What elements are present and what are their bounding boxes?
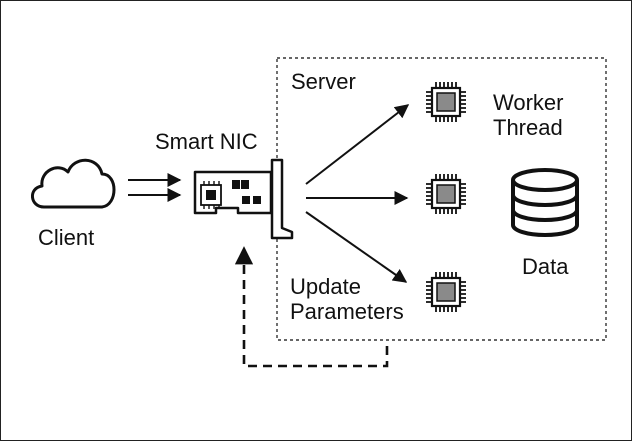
worker-thread-label-line-1: Worker [493, 90, 564, 115]
worker-thread-label: Worker Thread [493, 90, 564, 140]
worker-thread-label-line-2: Thread [493, 114, 563, 140]
network-card-icon [193, 158, 294, 240]
client-label: Client [38, 225, 95, 250]
server-label: Server [291, 69, 356, 94]
update-parameters-label-line-2: Parameters [290, 298, 404, 324]
cloud-icon [31, 158, 116, 209]
cpu-chip-icon [424, 270, 468, 314]
smart-nic-label: Smart NIC [155, 129, 258, 154]
update-parameters-feedback-line [234, 246, 389, 368]
nic-to-worker-arrow-bottom [305, 211, 408, 283]
update-parameters-label-line-1: Update [290, 274, 361, 299]
update-parameters-label: Update Parameters [290, 274, 404, 324]
cpu-chip-icon [424, 80, 468, 124]
database-icon [511, 168, 579, 237]
nic-to-worker-arrow-top [305, 104, 410, 185]
cpu-chip-icon [424, 172, 468, 216]
data-label: Data [522, 254, 569, 279]
